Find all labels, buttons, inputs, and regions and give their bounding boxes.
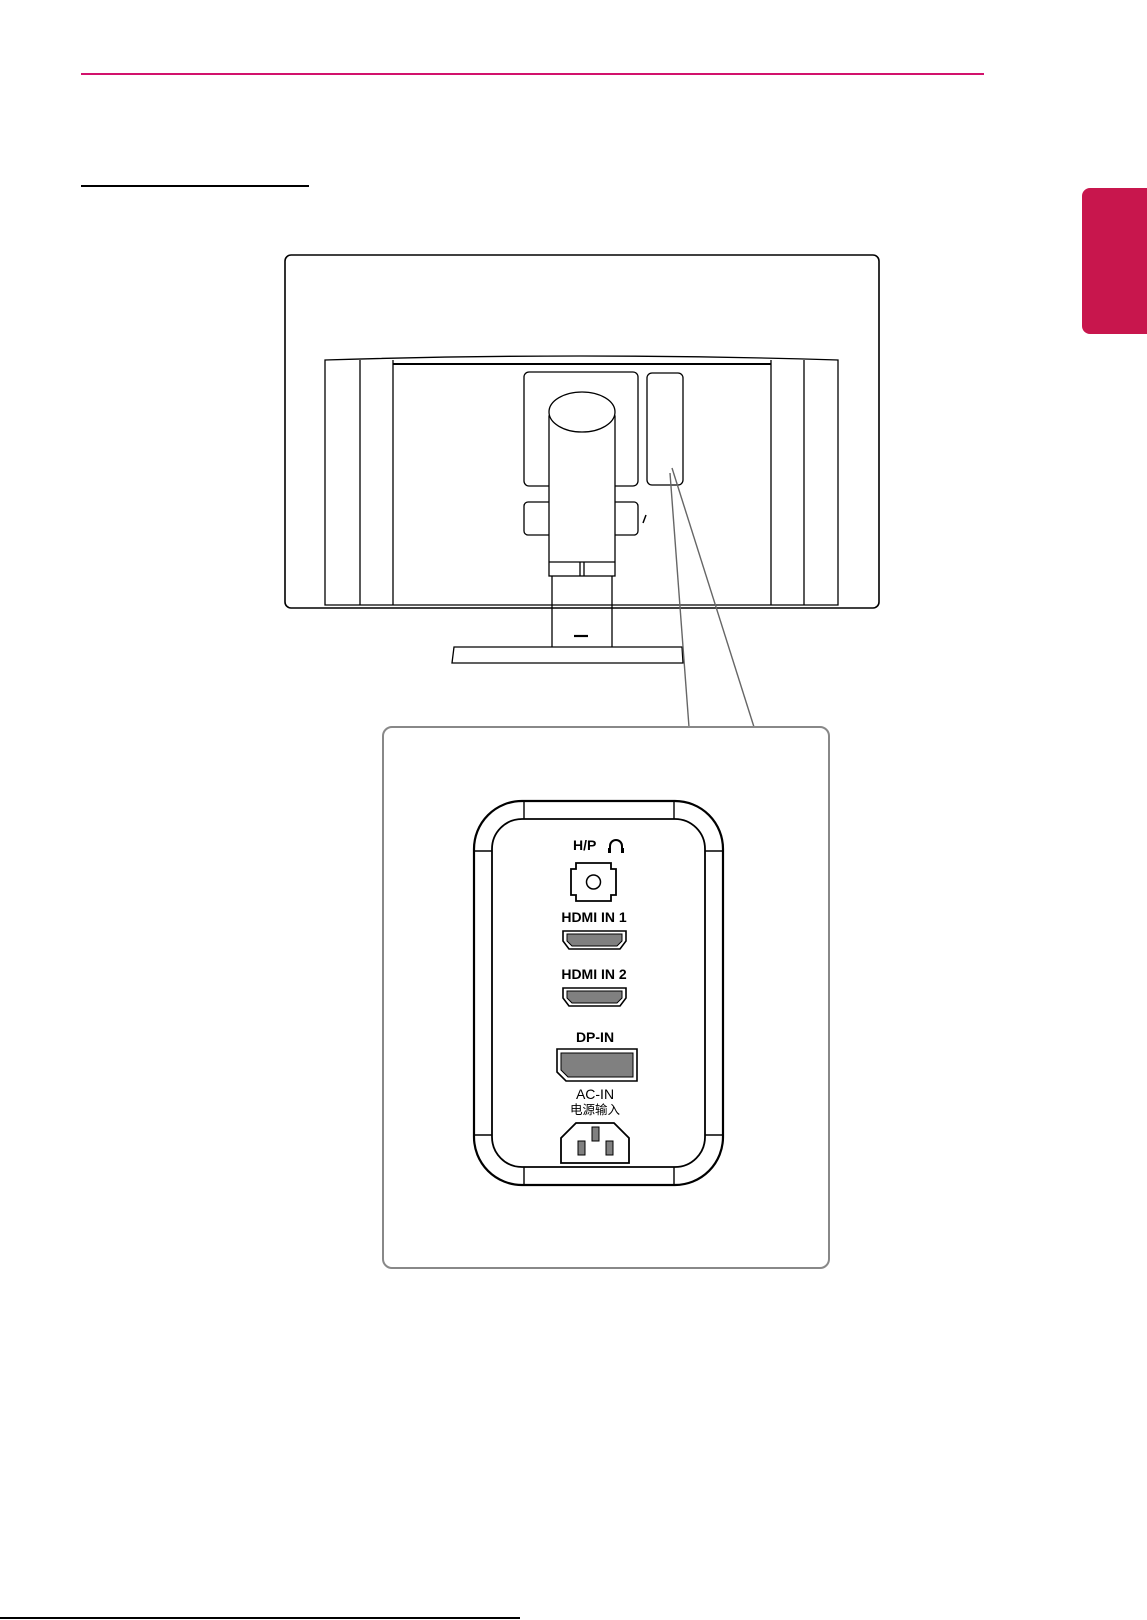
callout-lines <box>670 468 754 727</box>
hdmi-2-label: HDMI IN 2 <box>561 966 627 982</box>
stand-base <box>452 647 683 663</box>
headphone-icon <box>608 840 624 853</box>
headphone-port: H/P <box>571 837 624 901</box>
hdmi-in-1-port: HDMI IN 1 <box>561 909 627 949</box>
port-cover <box>647 373 683 485</box>
hdmi-1-label: HDMI IN 1 <box>561 909 627 925</box>
ac-sublabel: 电源输入 <box>570 1102 621 1117</box>
hdmi-in-2-port: HDMI IN 2 <box>561 966 627 1006</box>
ac-in-port: AC-IN 电源输入 <box>561 1086 629 1163</box>
dp-in-port: DP-IN <box>557 1029 637 1081</box>
hp-label: H/P <box>573 837 596 853</box>
ac-label: AC-IN <box>576 1086 614 1102</box>
footer-rule <box>0 1617 520 1619</box>
dp-label: DP-IN <box>576 1029 614 1045</box>
